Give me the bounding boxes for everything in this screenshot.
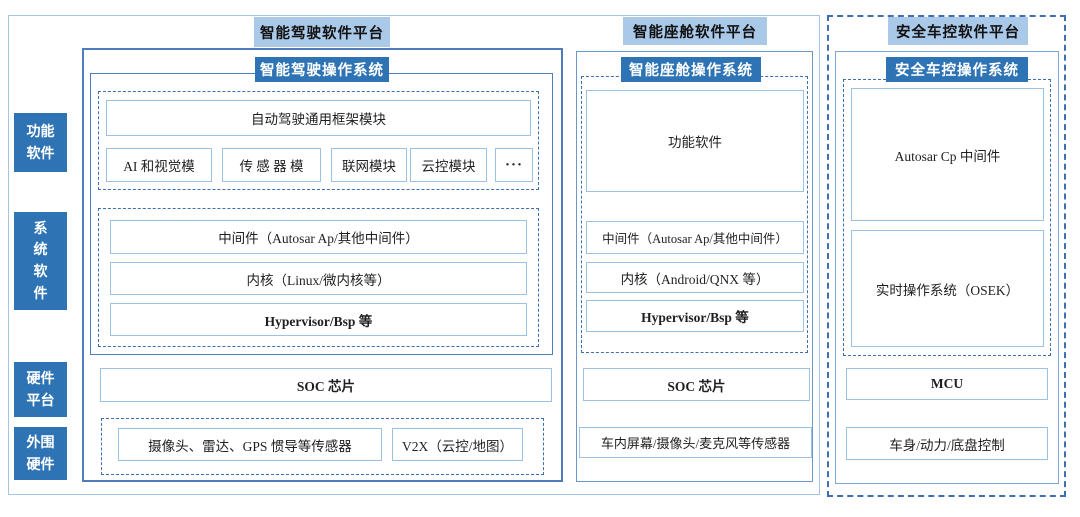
driving-functional-dashed-box: [98, 91, 539, 190]
safety-os-header: 安全车控操作系统: [886, 57, 1028, 82]
sidebar-functional-software: 功能 软件: [14, 113, 67, 172]
safety-autosar-cp-box: Autosar Cp 中间件: [851, 88, 1044, 221]
cockpit-kernel-box: 内核（Android/QNX 等）: [586, 262, 804, 293]
cockpit-middleware-box: 中间件（Autosar Ap/其他中间件）: [586, 221, 804, 254]
cockpit-functional-box: 功能软件: [586, 90, 804, 192]
safety-platform-header: 安全车控软件平台: [888, 17, 1028, 45]
driving-module-ellipsis-box: ···: [495, 148, 533, 182]
sidebar-peripheral-hardware: 外围 硬件: [14, 427, 67, 480]
sidebar-system-software: 系 统 软 件: [14, 212, 67, 310]
cockpit-column-box: [576, 51, 813, 482]
cockpit-sensors-box: 车内屏幕/摄像头/麦克风等传感器: [579, 427, 812, 458]
driving-module-ai-vision-box: AI 和视觉模: [106, 148, 212, 182]
safety-outer-dashed-box: [827, 15, 1066, 497]
driving-v2x-box: V2X（云控/地图）: [392, 428, 523, 461]
safety-control-box: 车身/动力/底盘控制: [846, 427, 1048, 460]
driving-peripheral-dashed-box: [101, 418, 544, 475]
driving-os-header: 智能驾驶操作系统: [255, 57, 389, 82]
driving-soc-box: SOC 芯片: [100, 368, 552, 402]
cockpit-os-header: 智能座舱操作系统: [621, 57, 761, 82]
driving-hypervisor-box: Hypervisor/Bsp 等: [110, 303, 527, 336]
driving-system-dashed-box: [98, 208, 539, 347]
sidebar-hardware-platform: 硬件 平台: [14, 362, 67, 417]
outer-frame: [8, 15, 820, 495]
driving-framework-box: 自动驾驶通用框架模块: [106, 100, 531, 136]
driving-kernel-box: 内核（Linux/微内核等）: [110, 262, 527, 295]
safety-column-box: [835, 51, 1059, 484]
driving-column-box: [82, 48, 563, 482]
driving-sensors-box: 摄像头、雷达、GPS 惯导等传感器: [118, 428, 382, 461]
driving-platform-header: 智能驾驶软件平台: [254, 17, 390, 47]
driving-module-cloud-box: 云控模块: [410, 148, 487, 182]
cockpit-hypervisor-box: Hypervisor/Bsp 等: [586, 300, 804, 332]
safety-rtos-box: 实时操作系统（OSEK）: [851, 230, 1044, 347]
cockpit-platform-header: 智能座舱软件平台: [623, 17, 767, 45]
driving-module-sensor-box: 传 感 器 模: [222, 148, 321, 182]
safety-mcu-box: MCU: [846, 368, 1048, 400]
cockpit-soc-box: SOC 芯片: [583, 368, 810, 401]
driving-module-network-box: 联网模块: [331, 148, 407, 182]
driving-middleware-box: 中间件（Autosar Ap/其他中间件）: [110, 220, 527, 254]
